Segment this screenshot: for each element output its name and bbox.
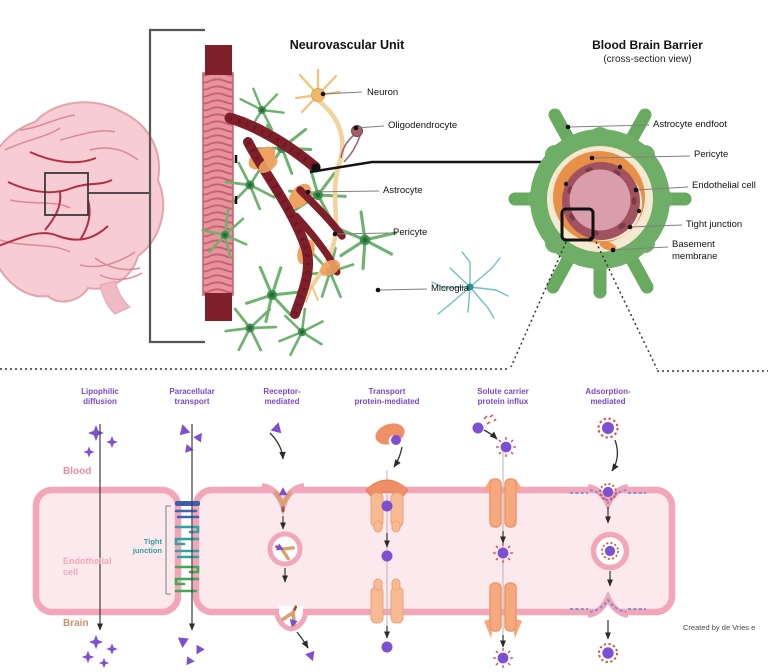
- mech-solute-carrier: [472, 414, 522, 669]
- tight-junction-proteins: [165, 501, 200, 595]
- header-solute-carrier: Solute carrier protein influx: [477, 387, 529, 407]
- label-basement-line2: membrane: [672, 250, 718, 262]
- header-adsorption-mediated: Adsorption- mediated: [585, 387, 631, 407]
- bbb-title: Blood Brain Barrier: [592, 38, 703, 52]
- mech-lipophilic-diffusion: [81, 424, 118, 669]
- blood-vessel: [202, 45, 234, 321]
- tight-junction-bracket: [165, 505, 171, 595]
- label-pericyte-nvu: Pericyte: [393, 227, 428, 238]
- label-neuron: Neuron: [367, 87, 399, 98]
- bbb-label-dots: [565, 124, 639, 253]
- bbb-leader-lines: [567, 124, 691, 251]
- header-paracellular-transport: Paracellular transport: [169, 387, 215, 407]
- endothelial-membrane: [32, 486, 676, 616]
- mech-adsorption: [570, 417, 646, 663]
- mech-receptor-mediated: [261, 420, 318, 663]
- header-lipophilic-diffusion: Lipophilic diffusion: [81, 387, 119, 407]
- bbb-cross-section: [508, 108, 692, 299]
- header-transport-protein: Transport protein-mediated: [354, 387, 420, 407]
- label-basement-line1: Basement: [672, 239, 715, 250]
- label-endothelial-cell-side: Endothelial cell: [63, 556, 112, 578]
- nvu-leader-lines: [307, 91, 428, 291]
- label-brain: Brain: [63, 618, 89, 629]
- nvu-title: Neurovascular Unit: [289, 38, 405, 52]
- label-endothelial-cell-bbb: Endothelial cell: [692, 180, 756, 191]
- nvu-oligodendrocyte: [340, 125, 363, 163]
- label-oligodendrocyte: Oligodendrocyte: [388, 120, 458, 131]
- brain-illustration: [0, 101, 165, 315]
- label-pericyte-bbb: Pericyte: [694, 149, 729, 160]
- brain-zoom-box: [44, 172, 89, 216]
- label-astrocyte: Astrocyte: [383, 185, 423, 196]
- label-basement-membrane: Basement membrane: [672, 239, 717, 263]
- label-tight-junction-side: Tight junction: [132, 537, 162, 556]
- nvu-to-bbb-arrow: [309, 154, 601, 174]
- label-tight-junction-bbb: Tight junction: [686, 219, 743, 230]
- label-astrocyte-endfoot: Astrocyte endfoot: [653, 119, 727, 130]
- header-receptor-mediated: Receptor- mediated: [263, 387, 301, 407]
- nvu-capillary: [224, 112, 346, 319]
- nvu-label-dots: [305, 91, 381, 293]
- dotted-separator: [0, 241, 768, 372]
- mech-paracellular-transport: [176, 422, 206, 666]
- nvu-microglia: [431, 251, 509, 319]
- bracket: [148, 28, 205, 344]
- bbb-subtitle: (cross-section view): [603, 54, 692, 65]
- credit-text: Created by de Vries e: [683, 623, 756, 632]
- mech-transport-protein: [365, 423, 409, 653]
- label-blood: Blood: [63, 466, 92, 477]
- label-microglia: Microglia: [431, 283, 470, 294]
- bbb-zoom-box: [560, 207, 595, 242]
